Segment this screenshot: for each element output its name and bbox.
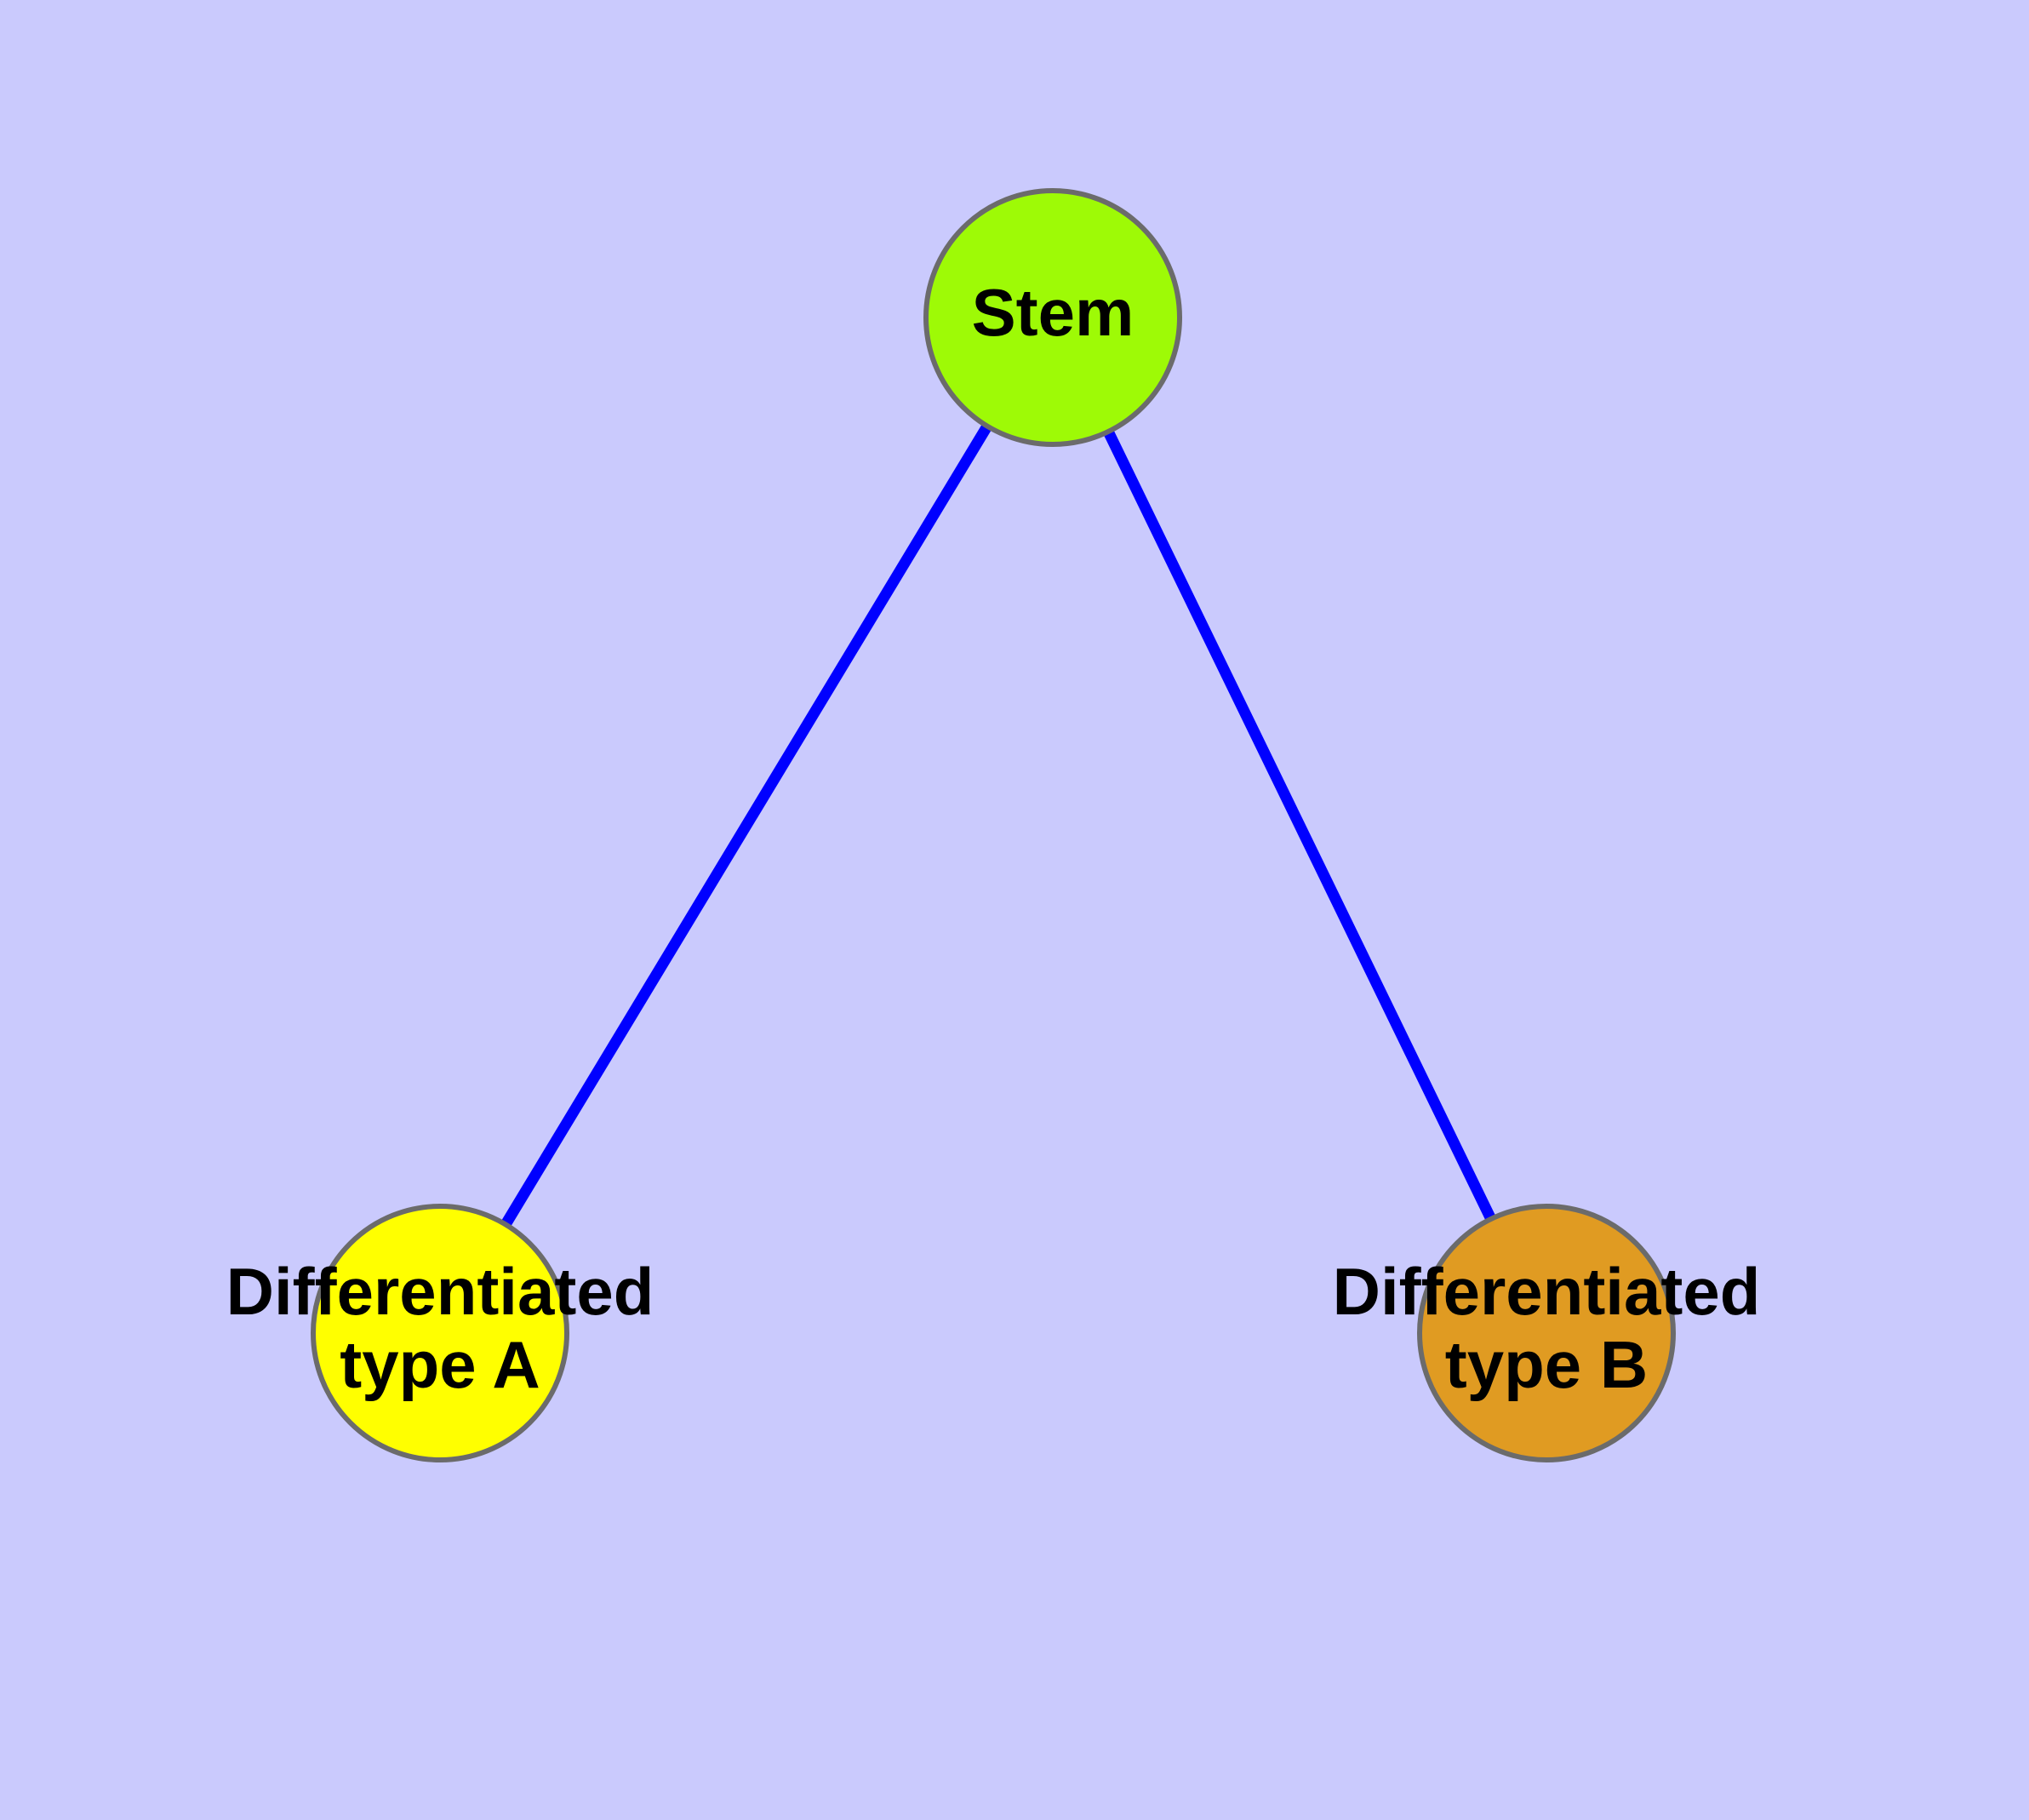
graph-node-label-line: Stem bbox=[972, 275, 1135, 350]
graph-edge-stem-to-diff_a bbox=[435, 314, 1058, 1336]
edge-layer bbox=[435, 314, 1552, 1336]
graph-edge-stem-to-diff_b bbox=[1048, 315, 1552, 1336]
graph-node-label-line: Differentiated bbox=[1333, 1254, 1761, 1329]
graph-node-label-line: Differentiated bbox=[226, 1254, 654, 1329]
graph-node-diff_b[interactable] bbox=[1417, 1204, 1676, 1462]
graph-node-label-stem: Stem bbox=[972, 275, 1135, 350]
graph-node-label-line: type B bbox=[1445, 1327, 1648, 1402]
graph-node-diff_a[interactable] bbox=[311, 1204, 569, 1462]
node-layer bbox=[311, 188, 1676, 1462]
graph-node-label-line: type A bbox=[340, 1327, 540, 1402]
graph-node-stem[interactable] bbox=[923, 188, 1182, 447]
